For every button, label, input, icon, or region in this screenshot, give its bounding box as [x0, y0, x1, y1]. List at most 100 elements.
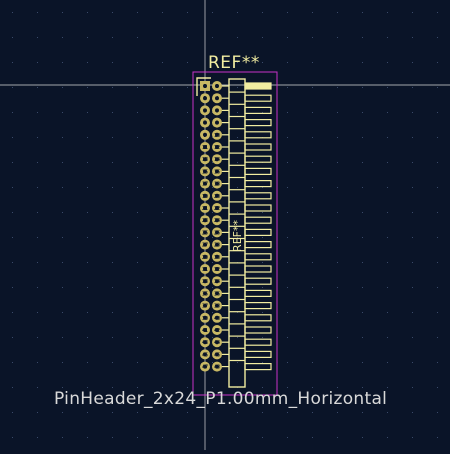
- grid-dot: [187, 62, 188, 63]
- grid-dot: [37, 337, 38, 338]
- grid-dot: [312, 362, 313, 363]
- pad-number: 30: [214, 255, 220, 261]
- grid-dot: [237, 12, 238, 13]
- pad-number: 16: [214, 169, 220, 175]
- grid-dot: [112, 362, 113, 363]
- grid-dot: [212, 412, 213, 413]
- pad-number: 7: [203, 121, 206, 127]
- grid-dot: [412, 162, 413, 163]
- grid-dot: [387, 437, 388, 438]
- grid-dot: [162, 37, 163, 38]
- grid-dot: [312, 262, 313, 263]
- grid-dot: [137, 112, 138, 113]
- pad-drill: [203, 328, 207, 332]
- grid-dot: [137, 337, 138, 338]
- grid-dot: [387, 212, 388, 213]
- grid-dot: [337, 212, 338, 213]
- pad-drill: [215, 328, 219, 332]
- pin1-marker: [196, 77, 211, 96]
- pin-lead: [244, 363, 272, 371]
- pad-number: 35: [202, 291, 208, 297]
- grid-dot: [362, 37, 363, 38]
- grid-dot: [87, 112, 88, 113]
- grid-dot: [162, 87, 163, 88]
- grid-dot: [12, 112, 13, 113]
- grid-dot: [237, 137, 238, 138]
- grid-dot: [187, 137, 188, 138]
- pin-lead: [244, 192, 272, 200]
- grid-dot: [87, 37, 88, 38]
- pad-drill: [203, 242, 207, 247]
- pad-number: 48: [214, 365, 220, 371]
- grid-dot: [62, 212, 63, 213]
- pad-number: 11: [202, 145, 208, 151]
- grid-dot: [212, 362, 213, 363]
- grid-dot: [87, 312, 88, 313]
- grid-dot: [312, 212, 313, 213]
- grid-dot: [437, 162, 438, 163]
- grid-dot: [12, 212, 13, 213]
- grid-dot: [112, 212, 113, 213]
- grid-dot: [362, 212, 363, 213]
- pin-lead: [244, 131, 272, 139]
- grid-dot: [337, 137, 338, 138]
- grid-dot: [87, 237, 88, 238]
- grid-dot: [287, 62, 288, 63]
- pin-lead: [244, 106, 272, 115]
- grid-dot: [37, 362, 38, 363]
- grid-dot: [312, 12, 313, 13]
- grid-dot: [112, 112, 113, 113]
- grid-dot: [87, 362, 88, 363]
- grid-dot: [237, 187, 238, 188]
- pin-lead: [244, 289, 272, 297]
- grid-dot: [62, 112, 63, 113]
- pad-number: 34: [214, 279, 220, 285]
- grid-dot: [187, 162, 188, 163]
- pad-drill: [203, 145, 207, 149]
- grid-dot: [312, 237, 313, 238]
- grid-dot: [112, 137, 113, 138]
- pin-lead: [244, 338, 272, 346]
- grid-dot: [12, 437, 13, 438]
- pad-drill: [215, 206, 219, 210]
- grid-dot: [362, 362, 363, 363]
- grid-dot: [237, 412, 238, 413]
- grid-dot: [237, 437, 238, 438]
- grid-dot: [287, 37, 288, 38]
- pad-number: 43: [202, 340, 208, 346]
- grid-dot: [312, 187, 313, 188]
- pad-drill: [215, 315, 219, 320]
- grid-dot: [112, 62, 113, 63]
- grid-dot: [112, 12, 113, 13]
- grid-dot: [37, 312, 38, 313]
- pin-lead: [244, 326, 272, 334]
- pad-drill: [203, 315, 207, 320]
- pad-number: 17: [202, 182, 208, 188]
- grid-dot: [312, 112, 313, 113]
- grid-dot: [437, 187, 438, 188]
- grid-dot: [62, 412, 63, 413]
- grid-dot: [312, 387, 313, 388]
- grid-dot: [87, 262, 88, 263]
- grid-dot: [187, 437, 188, 438]
- grid-dot: [162, 62, 163, 63]
- pad-drill: [203, 120, 207, 125]
- pad-number: 24: [214, 218, 220, 224]
- grid-dot: [337, 387, 338, 388]
- grid-dot: [137, 412, 138, 413]
- pad-drill: [215, 364, 219, 369]
- grid-dot: [437, 237, 438, 238]
- grid-dot: [437, 12, 438, 13]
- grid-dot: [12, 362, 13, 363]
- grid-dot: [337, 112, 338, 113]
- grid-dot: [412, 137, 413, 138]
- grid-dot: [187, 312, 188, 313]
- grid-dot: [362, 187, 363, 188]
- grid-dot: [212, 37, 213, 38]
- grid-dot: [12, 412, 13, 413]
- pad-number: 37: [202, 304, 208, 310]
- grid-dot: [162, 112, 163, 113]
- grid-dot: [37, 262, 38, 263]
